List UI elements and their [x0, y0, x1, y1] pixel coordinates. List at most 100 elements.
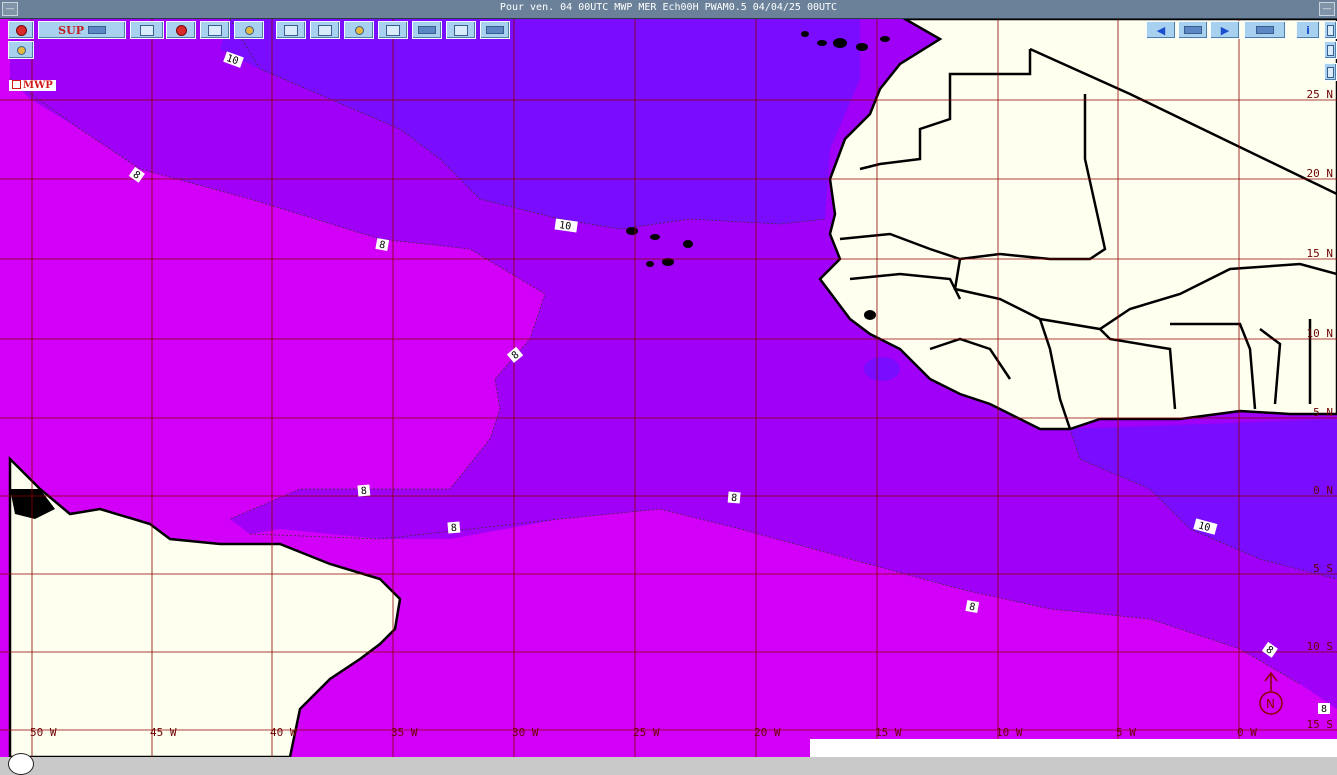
flag-icon	[1184, 26, 1202, 34]
sea-mid-patch	[650, 269, 760, 334]
flag-button[interactable]	[1178, 21, 1208, 39]
sup-button[interactable]: SUP	[38, 21, 126, 39]
window-title: Pour ven. 04 00UTC MWP MER Ech00H PWAM0.…	[499, 2, 838, 13]
north-arrow-icon: N	[1259, 671, 1283, 715]
contour-label: 8	[1321, 704, 1327, 715]
arrow-up-icon	[1327, 44, 1334, 56]
print-icon	[208, 24, 222, 36]
lat-label: 20 N	[1307, 167, 1334, 180]
map-canvas[interactable]: 50 W 45 W 40 W 35 W 30 W 25 W 20 W 15 W …	[0, 17, 1337, 775]
play-icon: ▶	[1220, 23, 1230, 37]
panel-button[interactable]	[1244, 21, 1286, 39]
globe-button[interactable]	[8, 41, 34, 59]
panel-icon	[1256, 26, 1274, 34]
map-svg: 50 W 45 W 40 W 35 W 30 W 25 W 20 W 15 W …	[0, 17, 1337, 759]
lat-label: 10 S	[1307, 640, 1334, 653]
settings-button[interactable]	[234, 21, 264, 39]
window-2-icon	[318, 24, 332, 36]
contour-lines	[9, 18, 1337, 685]
window-2-button[interactable]	[310, 21, 340, 39]
layers-button[interactable]	[130, 21, 164, 39]
sea-high-zone-south	[1070, 419, 1337, 579]
contour-value-labels: 10 8 8 10 8 8 8 8 8 10 8 8	[128, 51, 1330, 715]
sea-high-pocket	[864, 357, 900, 381]
lat-label: 15 N	[1307, 247, 1334, 260]
lon-label: 40 W	[270, 726, 297, 739]
contour-label: 10	[558, 220, 571, 233]
contour-label: 8	[131, 169, 142, 181]
side-button-1[interactable]	[1324, 41, 1337, 59]
lon-label: 45 W	[150, 726, 177, 739]
record-button[interactable]	[166, 21, 196, 39]
back-icon: ◀	[1156, 23, 1166, 37]
contour-label: 8	[450, 523, 457, 534]
lat-label: 15 S	[1307, 718, 1334, 731]
graticule	[0, 19, 1337, 757]
layer-checkbox-icon	[12, 80, 21, 89]
wave-icon	[418, 26, 436, 34]
window-menu-button[interactable]: —	[2, 2, 18, 16]
window-icon	[284, 24, 298, 36]
refresh-icon[interactable]	[8, 753, 34, 775]
undo-button[interactable]	[8, 21, 34, 39]
info-button[interactable]: i	[1296, 21, 1320, 39]
play-button[interactable]: ▶	[1210, 21, 1240, 39]
zoom-button[interactable]	[344, 21, 374, 39]
latitude-labels: 25 N 20 N 15 N 10 N 5 N 0 N 5 S 10 S 15 …	[1307, 88, 1334, 731]
layer-label[interactable]: MWP	[9, 80, 56, 91]
grid-icon	[454, 24, 468, 36]
lon-label: 35 W	[391, 726, 418, 739]
lon-label: 20 W	[754, 726, 781, 739]
lon-label: 50 W	[30, 726, 57, 739]
africa-landmass	[818, 17, 1337, 431]
longitude-labels: 50 W 45 W 40 W 35 W 30 W 25 W 20 W 15 W …	[30, 726, 1257, 739]
globe-icon	[16, 45, 26, 55]
lon-label: 25 W	[633, 726, 660, 739]
layer-icon	[140, 24, 154, 36]
window-close-button[interactable]: —	[1319, 2, 1335, 16]
info-icon: i	[1306, 23, 1310, 37]
contour-label: 10	[1197, 520, 1211, 534]
wind-button[interactable]	[480, 21, 510, 39]
contour-label: 8	[360, 486, 367, 497]
lat-label: 10 N	[1307, 327, 1334, 340]
contour-label: 8	[510, 349, 522, 361]
zoom-icon	[354, 25, 364, 35]
menu-icon	[1327, 24, 1334, 36]
lat-label: 25 N	[1307, 88, 1334, 101]
lon-label: 5 W	[1116, 726, 1136, 739]
wave-button[interactable]	[412, 21, 442, 39]
record-icon	[175, 24, 187, 36]
country-borders	[839, 47, 1337, 430]
window-button[interactable]	[276, 21, 306, 39]
lon-label: 30 W	[512, 726, 539, 739]
title-bar: — Pour ven. 04 00UTC MWP MER Ech00H PWAM…	[0, 0, 1337, 19]
lon-label: 10 W	[996, 726, 1023, 739]
contour-label: 8	[1264, 644, 1275, 656]
lon-label: 15 W	[875, 726, 902, 739]
pencil-button[interactable]	[378, 21, 408, 39]
sea-high-zone-north	[220, 19, 860, 229]
contour-label: 10	[225, 53, 240, 67]
layer-stack-icon	[87, 26, 106, 34]
contour-label: 8	[378, 240, 386, 252]
menu-button[interactable]	[1324, 21, 1337, 39]
print-button[interactable]	[200, 21, 230, 39]
side-button-2[interactable]	[1324, 63, 1337, 81]
wind-icon	[486, 26, 504, 34]
grid-button[interactable]	[446, 21, 476, 39]
back-button[interactable]: ◀	[1146, 21, 1176, 39]
lat-label: 5 S	[1313, 562, 1333, 575]
pencil-icon	[386, 24, 400, 36]
undo-icon	[15, 24, 27, 36]
sup-button-label: SUP	[58, 23, 84, 37]
amazon-delta	[10, 489, 55, 519]
lon-label: 0 W	[1237, 726, 1257, 739]
contour-label: 8	[968, 602, 976, 614]
arrow-down-icon	[1327, 66, 1334, 78]
lat-label: 5 N	[1313, 406, 1333, 419]
lat-label: 0 N	[1313, 484, 1333, 497]
islands	[626, 31, 890, 320]
status-strip	[810, 739, 1337, 757]
contour-label: 8	[731, 493, 738, 504]
